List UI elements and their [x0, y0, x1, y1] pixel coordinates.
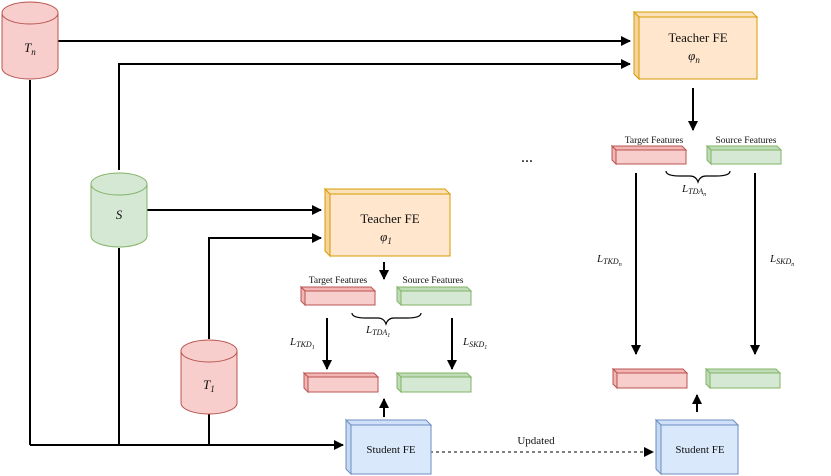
feature-bar-student-source-1: [395, 371, 473, 394]
database-t1-label: T1: [203, 377, 215, 394]
loss-tda-1: LTDA1: [365, 324, 390, 339]
target-features-label-n: Target Features: [625, 136, 684, 146]
loss-skd-n: LSKDn: [769, 253, 794, 268]
arrow-s-to-teacher-n: [118, 59, 631, 170]
brace-tda-1: [351, 312, 422, 326]
student-fe-1: Student FE: [344, 418, 433, 476]
target-features-label-1: Target Features: [309, 276, 368, 286]
student-fe-1-label: Student FE: [366, 444, 415, 456]
feature-bar-student-target-n: [611, 367, 689, 390]
database-s: S: [90, 172, 148, 248]
database-tn-label: Tn: [24, 40, 36, 57]
database-s-label: S: [116, 207, 123, 222]
teacher-fe-1-title: Teacher FE: [360, 211, 419, 226]
teacher-fe-1-phi: φ1: [380, 229, 392, 246]
teacher-fe-n: Teacher FE φn: [632, 10, 759, 81]
feature-bar-student-source-n: [704, 367, 782, 390]
feature-bar-target-1: [299, 285, 377, 307]
loss-tkd-n: LTKDn: [596, 253, 622, 268]
brace-tda-n: [665, 170, 731, 184]
source-features-label-1: Source Features: [403, 276, 464, 286]
feature-bar-source-1: [395, 285, 473, 307]
teacher-fe-n-title: Teacher FE: [668, 30, 727, 45]
teacher-fe-n-phi: φn: [688, 48, 700, 65]
feature-bar-target-n: [610, 144, 688, 166]
database-t1: T1: [180, 339, 238, 415]
loss-tkd-1: LTKD1: [289, 336, 315, 351]
updated-label: Updated: [517, 435, 555, 447]
teacher-fe-1: Teacher FE φ1: [323, 187, 452, 258]
ellipsis: ...: [521, 149, 533, 166]
source-features-label-n: Source Features: [716, 136, 777, 146]
arrow-t1-to-teacher-1: [208, 233, 322, 339]
feature-bar-source-n: [705, 144, 783, 166]
loss-skd-1: LSKD1: [462, 336, 487, 351]
loss-tda-n: LTDAn: [681, 183, 706, 198]
student-fe-n-label: Student FE: [675, 444, 724, 456]
student-fe-n: Student FE: [654, 418, 740, 476]
database-tn: Tn: [1, 1, 59, 80]
connectors: [29, 36, 760, 450]
feature-bar-student-target-1: [302, 371, 380, 394]
